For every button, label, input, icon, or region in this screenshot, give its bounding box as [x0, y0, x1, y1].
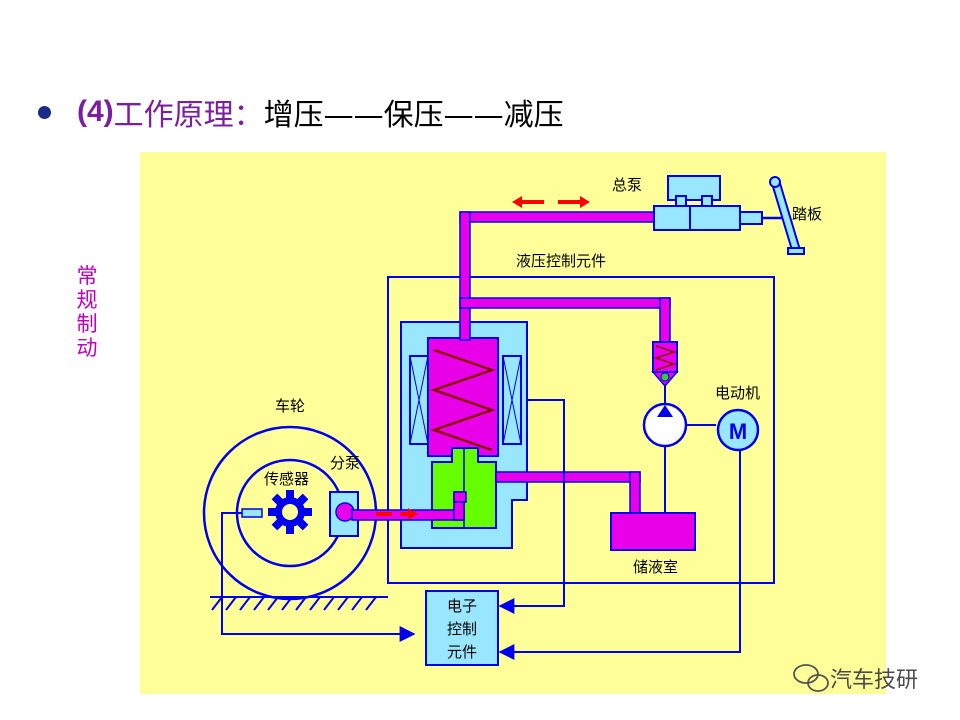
title-phases: 增压——保压——减压 — [263, 98, 564, 133]
ecu-box — [425, 590, 499, 666]
label-hydraulic-unit: 液压控制元件 — [516, 252, 606, 270]
side-label-regular-braking: 常规制动 — [76, 264, 98, 360]
brake-pedal — [762, 176, 805, 255]
wechat-icon — [793, 664, 829, 692]
title-number: (4) — [77, 95, 114, 128]
motor-symbol: M — [729, 419, 747, 444]
ground-hatch — [210, 596, 388, 611]
master-cylinder — [653, 175, 763, 231]
label-wheel: 车轮 — [275, 397, 305, 415]
motor-icon — [716, 408, 760, 452]
slide-title: (4) 工作原理： 增压——保压——减压 — [38, 88, 564, 136]
label-pedal: 踏板 — [792, 205, 822, 223]
solenoid-chamber — [427, 337, 499, 457]
flow-arrows — [376, 196, 590, 520]
watermark: 汽车技研 — [790, 662, 918, 694]
label-master-cylinder: 总泵 — [612, 176, 642, 194]
label-wheel-cylinder: 分泵 — [330, 454, 360, 472]
label-sensor: 传感器 — [264, 470, 309, 488]
wheel-cylinder — [329, 491, 359, 537]
sensor-pickup — [241, 508, 263, 518]
signal-wires — [221, 399, 741, 660]
hydraulic-unit-outline — [387, 276, 775, 584]
sensor-gear-icon — [268, 490, 312, 534]
reservoir — [610, 512, 696, 551]
ecu-label-line1: 电子 — [447, 597, 477, 615]
solenoid-spring — [430, 348, 496, 452]
label-motor: 电动机 — [715, 384, 760, 402]
ecu-label-line3: 元件 — [447, 643, 477, 661]
title-bullet — [38, 105, 51, 119]
title-principle: 工作原理： — [113, 98, 264, 133]
watermark-text: 汽车技研 — [830, 668, 919, 693]
label-reservoir: 储液室 — [633, 558, 678, 576]
ecu-label-line2: 控制 — [447, 620, 477, 638]
